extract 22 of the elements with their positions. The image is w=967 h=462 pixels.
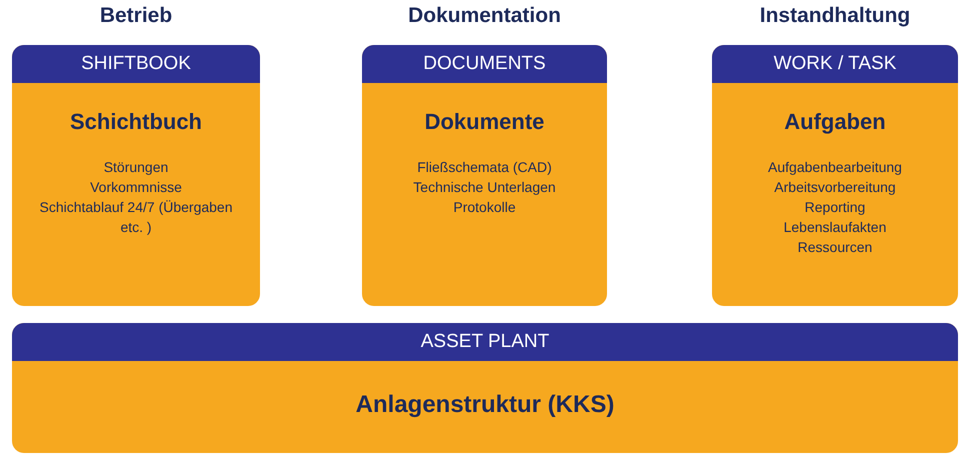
feature-item: Reporting bbox=[804, 198, 866, 217]
feature-item: Technische Unterlagen bbox=[412, 178, 557, 197]
module-title: Schichtbuch bbox=[68, 109, 203, 135]
feature-item: Protokolle bbox=[452, 198, 517, 217]
section-heading: Betrieb bbox=[98, 4, 174, 28]
module-header-band: DOCUMENTS bbox=[362, 45, 607, 83]
feature-item: Vorkommnisse bbox=[89, 178, 183, 197]
feature-item: Lebenslaufakten bbox=[782, 218, 888, 237]
feature-item: Aufgabenbearbeitung bbox=[767, 158, 903, 177]
feature-item: Arbeitsvorbereitung bbox=[773, 178, 897, 197]
feature-item: Ressourcen bbox=[796, 238, 874, 257]
module-header-band: WORK / TASK bbox=[712, 45, 958, 83]
feature-item: Schichtablauf 24/7 (Übergaben etc. ) bbox=[38, 198, 234, 237]
module-title: Anlagenstruktur (KKS) bbox=[354, 391, 616, 419]
section-heading: Dokumentation bbox=[407, 4, 562, 28]
module-header-band: SHIFTBOOK bbox=[12, 45, 260, 83]
feature-item: Fließschemata (CAD) bbox=[416, 158, 553, 177]
module-title: Aufgaben bbox=[783, 109, 887, 135]
module-header-band: ASSET PLANT bbox=[12, 323, 958, 361]
module-title: Dokumente bbox=[424, 109, 546, 135]
section-heading: Instandhaltung bbox=[758, 4, 912, 28]
feature-item: Störungen bbox=[102, 158, 170, 177]
